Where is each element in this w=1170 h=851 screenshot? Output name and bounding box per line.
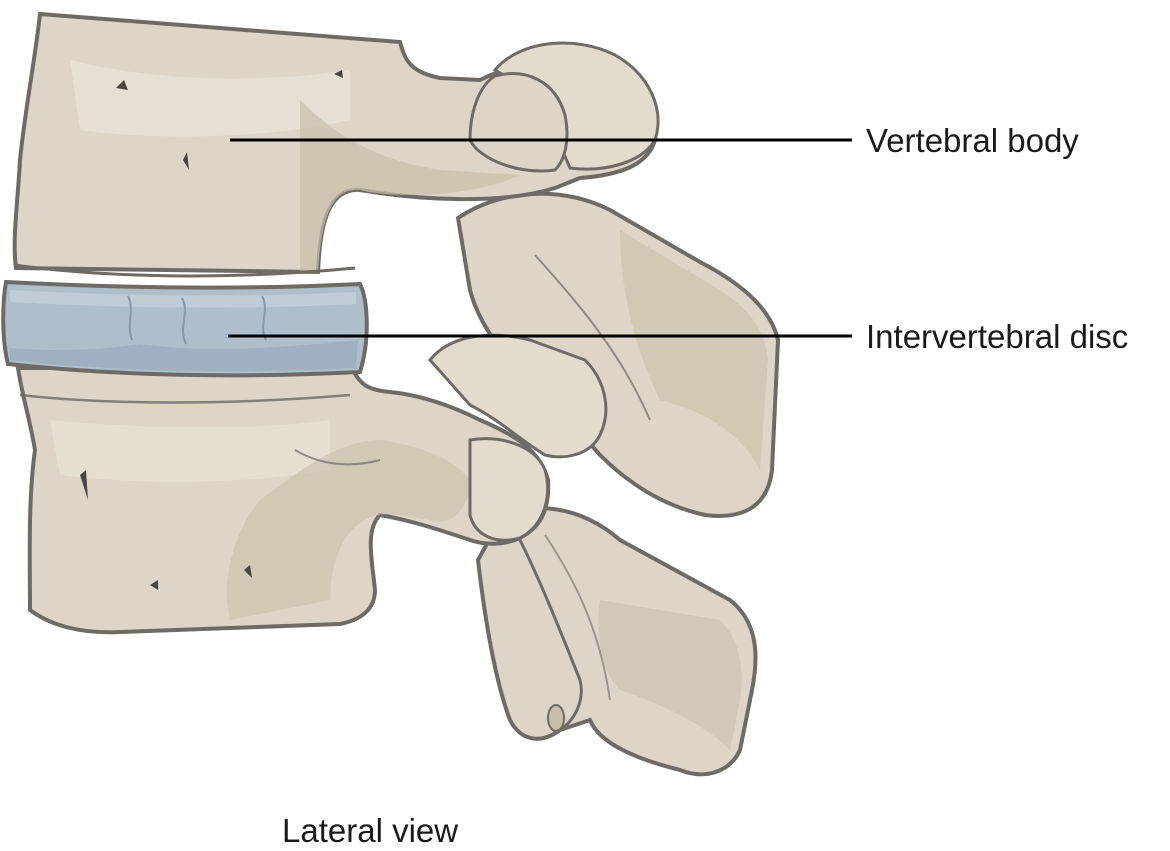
lower-foramen-1 <box>80 470 88 500</box>
upper-foramen-2 <box>334 70 343 78</box>
lower-spinous-shading <box>598 600 742 750</box>
upper-vertebra <box>12 11 781 518</box>
disc-fiber-1 <box>127 295 133 341</box>
lower-pedicle-shadow <box>226 440 470 620</box>
lower-foramen-2 <box>150 580 158 590</box>
intervertebral-disc <box>1 279 369 378</box>
upper-spinous-shading <box>620 230 768 470</box>
upper-foramen-3 <box>183 152 189 170</box>
lower-spinous-groove-2 <box>544 534 611 701</box>
upper-spinous-ridge <box>534 254 651 421</box>
upper-articular-knob <box>468 72 569 173</box>
lower-spinous-hole <box>547 704 565 732</box>
intervertebral-disc-label: Intervertebral disc <box>866 318 1128 355</box>
lower-transverse-ridge <box>294 449 381 466</box>
lower-body-highlight <box>50 420 330 482</box>
upper-body-highlight <box>70 60 350 137</box>
lower-body-upper-rim <box>19 393 351 404</box>
view-caption: Lateral view <box>282 812 458 849</box>
vertebral-body-label: Vertebral body <box>866 122 1079 159</box>
lower-spinous-groove <box>518 539 583 732</box>
lower-articular-knob <box>468 437 549 542</box>
disc-fiber-2 <box>181 297 187 345</box>
upper-pedicle-shadow <box>300 100 520 272</box>
lower-vertebra <box>15 333 758 777</box>
upper-foramen-1 <box>116 80 128 90</box>
upper-endplate-rim <box>13 263 356 278</box>
disc-bottom-shadow <box>10 340 358 372</box>
lower-foramen-3 <box>244 565 252 578</box>
